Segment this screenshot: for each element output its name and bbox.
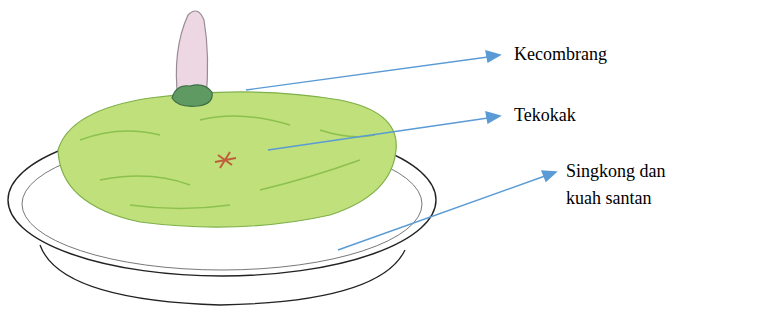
arrow-head xyxy=(486,112,500,123)
callout-label: Kecombrang xyxy=(514,41,674,68)
leader-line xyxy=(268,118,488,150)
callout-label: Singkong dan kuah santan xyxy=(566,158,694,212)
kecombrang-leaf xyxy=(172,85,212,106)
leader-line xyxy=(338,176,545,250)
tekokak-texture xyxy=(80,116,375,209)
callout-label: Tekokak xyxy=(514,102,674,129)
leader-lines xyxy=(246,51,556,250)
leader-line xyxy=(246,57,488,90)
arrow-head xyxy=(542,171,556,181)
arrow-head xyxy=(486,51,500,62)
center-spice xyxy=(215,152,236,168)
tekokak-fill xyxy=(58,92,396,227)
